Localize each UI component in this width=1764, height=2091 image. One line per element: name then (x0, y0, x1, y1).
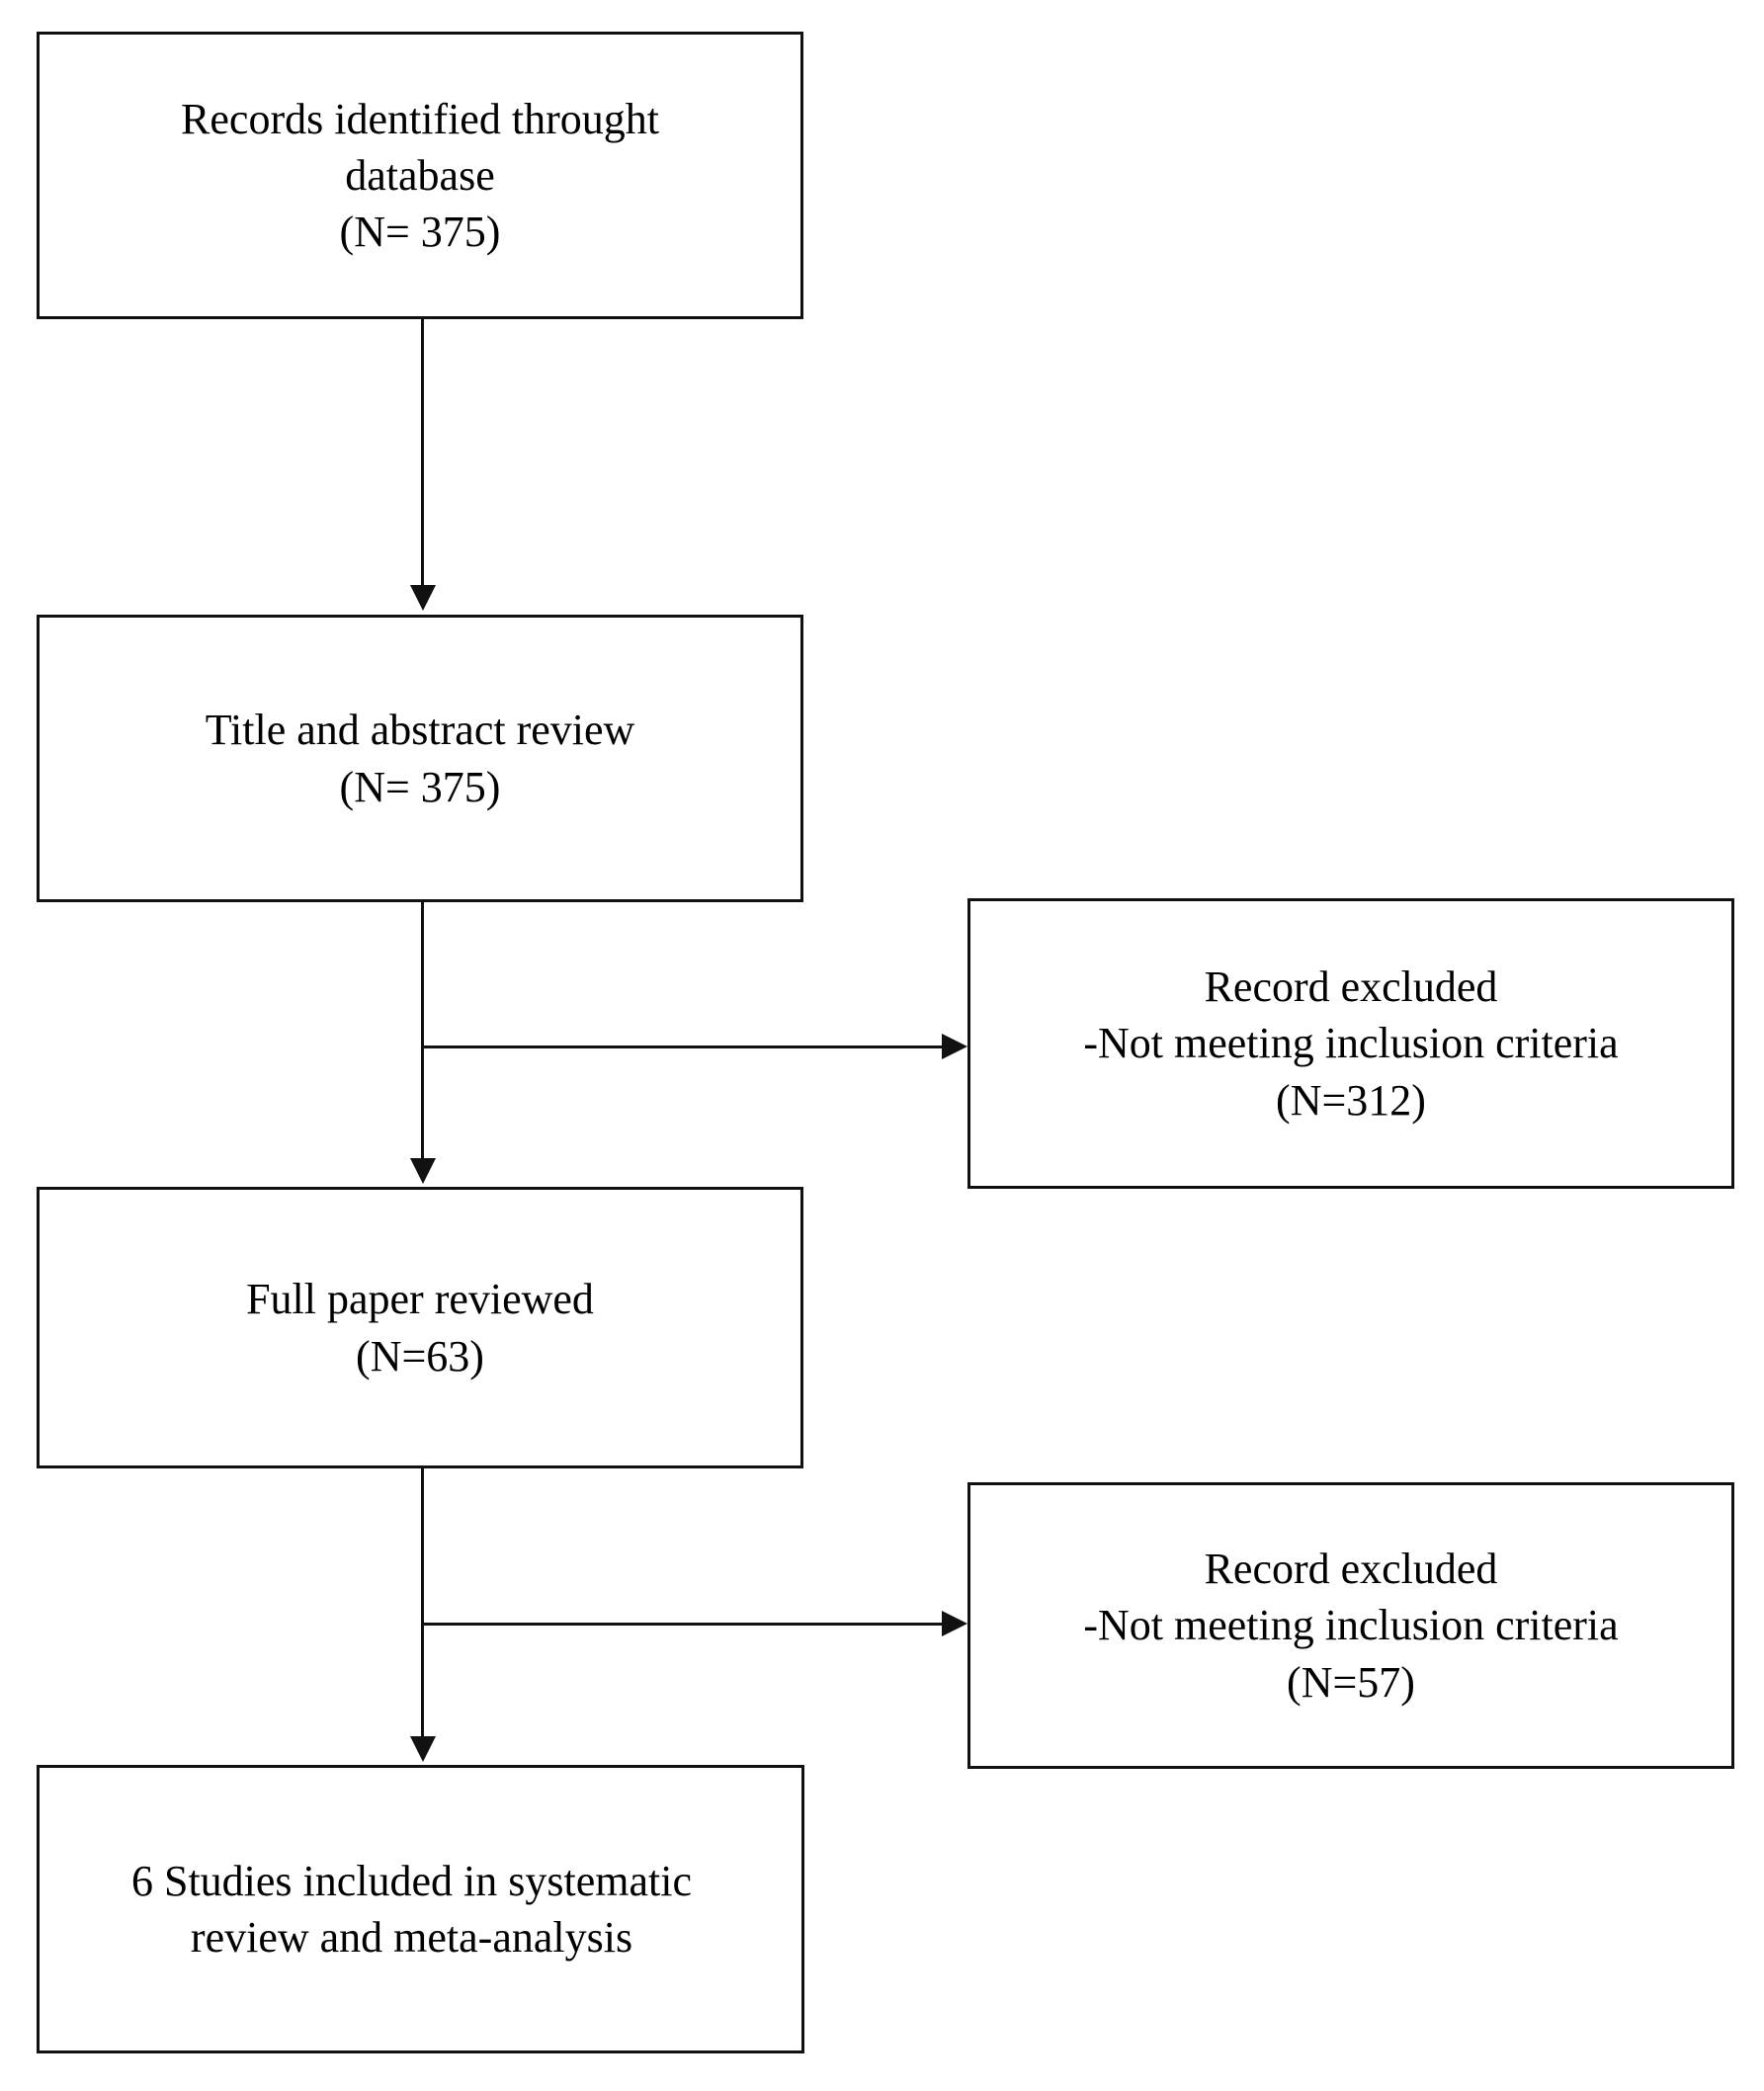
node-record-excluded-first-line-1: Record excluded (1204, 962, 1498, 1012)
node-record-excluded-first-count: (N=312) (1276, 1075, 1426, 1125)
node-record-excluded-first-line-2: -Not meeting inclusion criteria (1083, 1019, 1619, 1068)
arrow-right-icon-fullpaper-to-excluded (942, 1611, 967, 1636)
connector-title-to-excluded-line (422, 1046, 946, 1048)
node-studies-included-line-1: 6 Studies included in systematic (130, 1856, 693, 1905)
connector-title-to-fullpaper-line (421, 902, 424, 1164)
arrow-right-icon-title-to-excluded (942, 1034, 967, 1059)
node-record-excluded-first: Record excluded -Not meeting inclusion c… (967, 898, 1734, 1189)
node-studies-included: 6 Studies included in systematic review … (37, 1765, 804, 2053)
connector-fullpaper-to-included-line (421, 1468, 424, 1742)
node-title-abstract-count: (N= 375) (339, 762, 501, 811)
node-record-excluded-second: Record excluded -Not meeting inclusion c… (967, 1482, 1734, 1769)
node-full-paper-count: (N=63) (356, 1331, 484, 1380)
node-record-excluded-second-line-2: -Not meeting inclusion criteria (1083, 1601, 1619, 1650)
node-full-paper-line-1: Full paper reviewed (246, 1275, 594, 1324)
arrow-down-icon-title-to-fullpaper (410, 1158, 436, 1184)
node-records-line-2: database (345, 150, 495, 200)
arrow-down-icon-fullpaper-to-included (410, 1736, 436, 1762)
node-studies-included-line-2: review and meta-analysis (190, 1913, 633, 1962)
connector-fullpaper-to-excluded-line (422, 1623, 946, 1626)
node-record-excluded-second-count: (N=57) (1287, 1657, 1415, 1707)
arrow-down-icon-records-to-title (410, 585, 436, 611)
node-title-abstract-review: Title and abstract review (N= 375) (37, 615, 803, 902)
node-records-identified: Records identified throught database (N=… (37, 32, 803, 319)
node-title-abstract-line-1: Title and abstract review (205, 706, 635, 755)
node-full-paper-reviewed: Full paper reviewed (N=63) (37, 1187, 803, 1468)
connector-records-to-title-line (421, 319, 424, 592)
node-records-line-1: Records identified throught (181, 94, 659, 143)
node-record-excluded-second-line-1: Record excluded (1204, 1545, 1498, 1594)
node-records-count: (N= 375) (339, 208, 501, 257)
